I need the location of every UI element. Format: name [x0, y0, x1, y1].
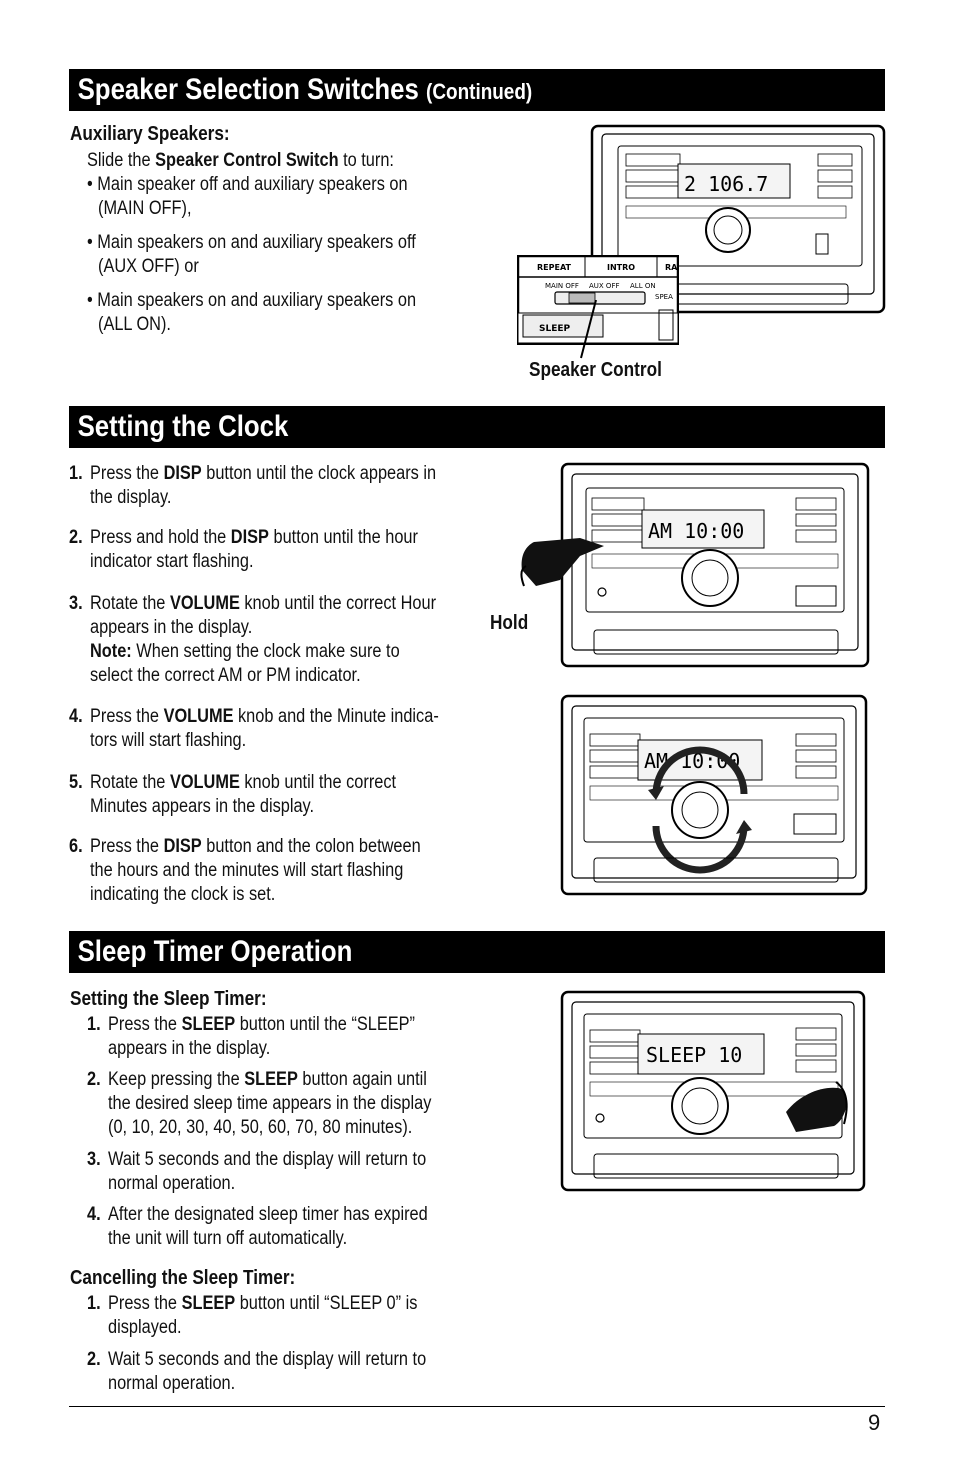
step-number: 1. — [87, 1014, 101, 1035]
step-number: 1. — [87, 1293, 101, 1314]
aux-bullet-item: • Main speakers on and auxiliary speaker… — [87, 290, 417, 335]
page-number: 9 — [868, 1410, 881, 1435]
radio-2-lcd: AM 10:00 — [648, 519, 744, 543]
radio-illustration-4: SLEEP 10 — [560, 990, 866, 1192]
aux-bullet-item: • Main speakers on and auxiliary speaker… — [87, 232, 416, 277]
sleep-cancel-heading: Cancelling the Sleep Timer: — [70, 1267, 296, 1289]
inset-repeat: REPEAT — [537, 263, 572, 272]
hold-label: Hold — [490, 612, 529, 634]
radio-illustration-2: AM 10:00 — [520, 462, 870, 668]
step-number: 2. — [87, 1069, 101, 1090]
inset-aux-off: AUX OFF — [589, 282, 620, 290]
inset-sleep: SLEEP — [539, 324, 571, 334]
speaker-control-inset: REPEAT INTRO RA MAIN OFF AUX OFF ALL ON … — [517, 255, 679, 345]
step-number: 6. — [69, 836, 83, 857]
section-title-suffix: (Continued) — [426, 79, 533, 104]
step-number: 4. — [69, 706, 83, 727]
radio-illustration-3: AM 10:00 — [560, 694, 868, 896]
radio-4-lcd: SLEEP 10 — [646, 1043, 742, 1067]
radio-illustration-1: 2 106.7 — [590, 124, 886, 314]
section-title-clock: Setting the Clock — [77, 410, 289, 443]
sleep-set-heading: Setting the Sleep Timer: — [70, 988, 267, 1010]
section-bar-speaker: Speaker Selection Switches (Continued) — [69, 69, 885, 111]
inset-main-off: MAIN OFF — [545, 282, 579, 290]
step-number: 2. — [87, 1349, 101, 1370]
section-title-speaker: Speaker Selection Switches — [77, 73, 419, 106]
section-title-sleep: Sleep Timer Operation — [77, 935, 353, 968]
inset-spea: SPEA — [655, 293, 673, 301]
step-number: 5. — [69, 772, 83, 793]
step-number: 3. — [69, 593, 83, 614]
inset-all-on: ALL ON — [630, 282, 656, 290]
speaker-control-label: Speaker Control — [529, 359, 662, 381]
aux-intro: Slide the Speaker Control Switch to turn… — [87, 150, 394, 171]
step-number: 3. — [87, 1149, 101, 1170]
radio-1-lcd: 2 106.7 — [684, 172, 768, 196]
footer-rule — [69, 1406, 885, 1407]
step-number: 4. — [87, 1204, 101, 1225]
inset-intro: INTRO — [607, 263, 635, 272]
inset-ra: RA — [665, 263, 678, 272]
section-bar-clock: Setting the Clock — [69, 406, 885, 448]
aux-bullet-item: • Main speaker off and auxiliary speaker… — [87, 174, 408, 219]
step-number: 2. — [69, 527, 83, 548]
section-bar-sleep: Sleep Timer Operation — [69, 931, 885, 973]
step-number: 1. — [69, 463, 83, 484]
aux-heading: Auxiliary Speakers: — [70, 123, 230, 145]
callout-line — [580, 300, 597, 359]
